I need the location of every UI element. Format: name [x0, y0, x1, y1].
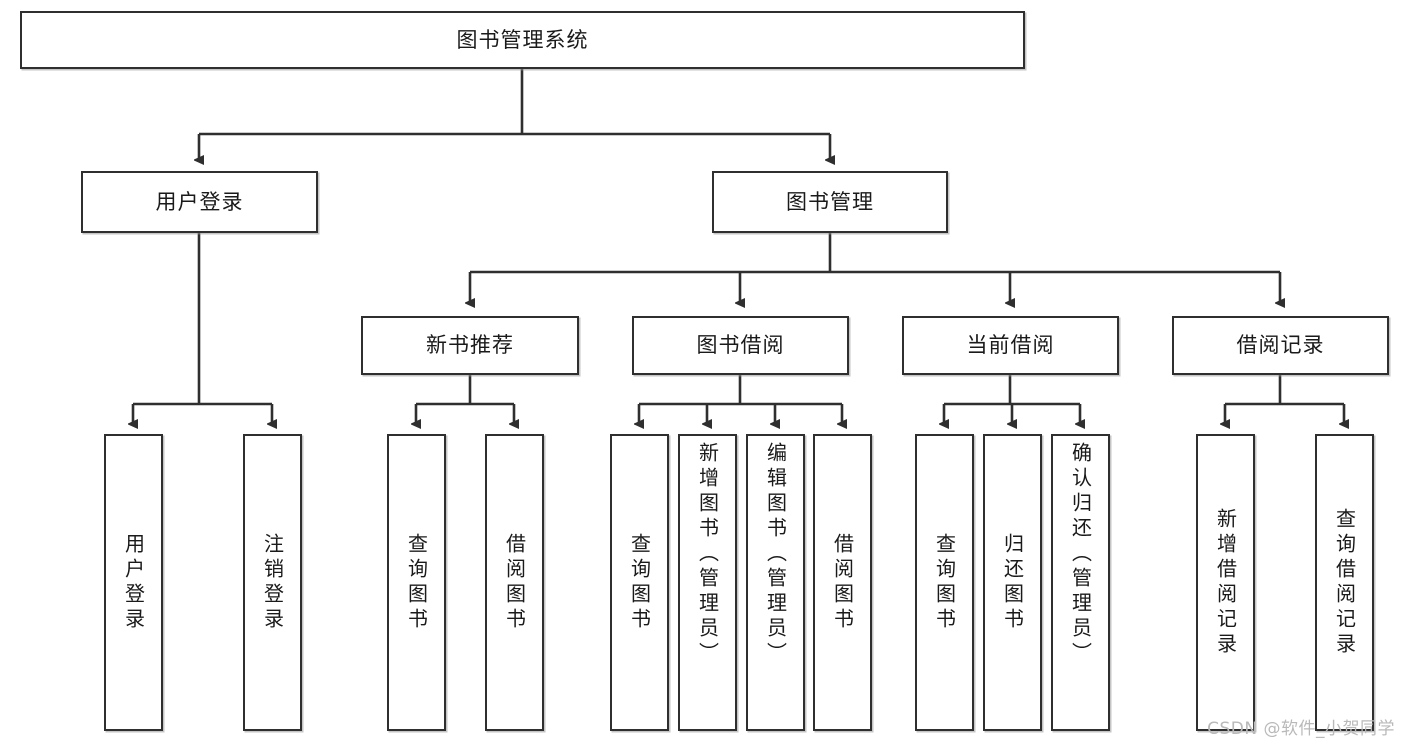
node-leaf-query-book-1-label: 查询图书	[404, 532, 429, 633]
node-leaf-confirm-return[interactable]: 确认归还（管理员）	[1051, 434, 1110, 731]
node-leaf-query-book-2[interactable]: 查询图书	[610, 434, 669, 731]
node-leaf-query-book-2-label: 查询图书	[627, 532, 652, 633]
node-leaf-add-record-label: 新增借阅记录	[1213, 507, 1238, 658]
node-leaf-query-book-3[interactable]: 查询图书	[915, 434, 974, 731]
node-leaf-borrow-book-1-label: 借阅图书	[502, 532, 527, 633]
node-book-management[interactable]: 图书管理	[712, 171, 948, 233]
node-leaf-query-record[interactable]: 查询借阅记录	[1315, 434, 1374, 731]
node-leaf-user-logout-label: 注销登录	[260, 532, 285, 633]
node-leaf-add-book-label: 新增图书（管理员）	[695, 442, 720, 667]
node-leaf-user-login[interactable]: 用户登录	[104, 434, 163, 731]
node-leaf-edit-book-label: 编辑图书（管理员）	[763, 442, 788, 667]
node-leaf-query-record-label: 查询借阅记录	[1332, 507, 1357, 658]
node-leaf-user-login-label: 用户登录	[121, 532, 146, 633]
node-borrow-record[interactable]: 借阅记录	[1172, 316, 1389, 375]
node-current-borrow-label: 当前借阅	[966, 333, 1055, 358]
node-book-borrow-label: 图书借阅	[696, 333, 785, 358]
node-current-borrow[interactable]: 当前借阅	[902, 316, 1119, 375]
node-user-login[interactable]: 用户登录	[81, 171, 318, 233]
node-leaf-return-book[interactable]: 归还图书	[983, 434, 1042, 731]
node-leaf-query-book-1[interactable]: 查询图书	[387, 434, 446, 731]
node-leaf-query-book-3-label: 查询图书	[932, 532, 957, 633]
node-user-login-label: 用户登录	[155, 189, 244, 214]
node-leaf-user-logout[interactable]: 注销登录	[243, 434, 302, 731]
node-leaf-add-book[interactable]: 新增图书（管理员）	[678, 434, 737, 731]
node-root[interactable]: 图书管理系统	[20, 11, 1025, 69]
node-book-management-label: 图书管理	[786, 189, 874, 214]
node-leaf-borrow-book-2-label: 借阅图书	[830, 532, 855, 633]
node-leaf-add-record[interactable]: 新增借阅记录	[1196, 434, 1255, 731]
node-borrow-record-label: 借阅记录	[1236, 333, 1325, 358]
node-root-label: 图书管理系统	[456, 27, 589, 52]
node-leaf-borrow-book-1[interactable]: 借阅图书	[485, 434, 544, 731]
node-leaf-confirm-return-label: 确认归还（管理员）	[1068, 442, 1093, 667]
node-leaf-return-book-label: 归还图书	[1000, 532, 1025, 633]
node-new-book-recommend[interactable]: 新书推荐	[361, 316, 579, 375]
node-leaf-edit-book[interactable]: 编辑图书（管理员）	[746, 434, 805, 731]
node-book-borrow[interactable]: 图书借阅	[632, 316, 849, 375]
node-leaf-borrow-book-2[interactable]: 借阅图书	[813, 434, 872, 731]
node-new-book-recommend-label: 新书推荐	[426, 333, 514, 358]
